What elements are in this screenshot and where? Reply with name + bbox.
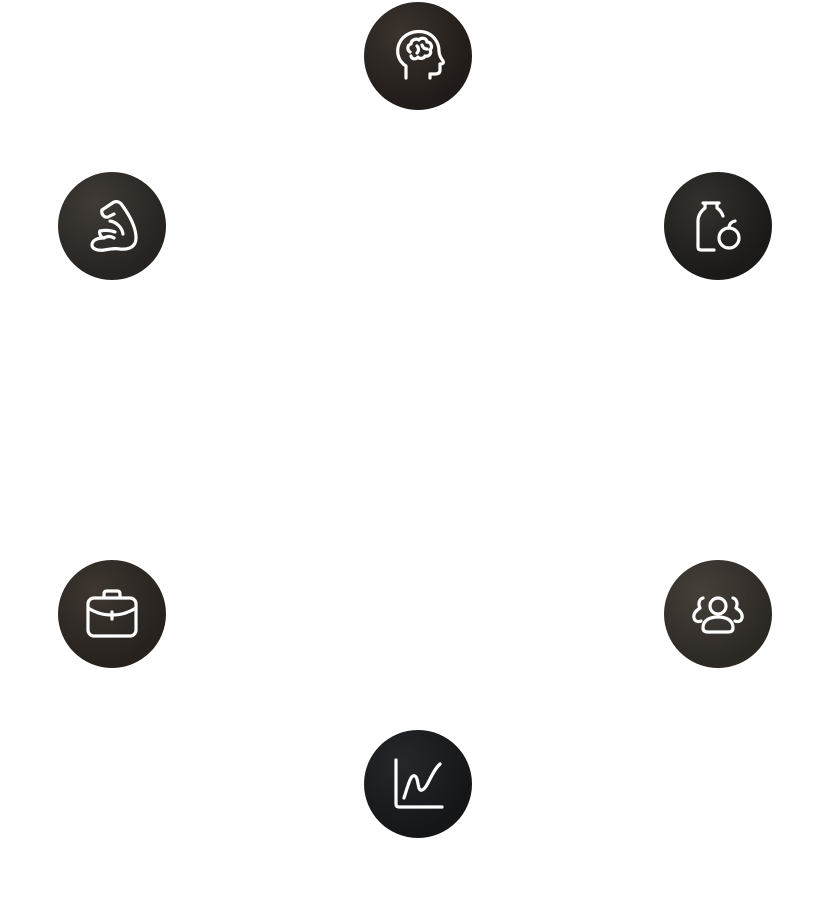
fitness-node-button[interactable]	[58, 172, 166, 280]
social-node-button[interactable]	[664, 560, 772, 668]
briefcase-icon	[86, 589, 138, 638]
finance-node-button[interactable]	[364, 730, 472, 838]
brain-head-icon	[396, 29, 445, 80]
group-people-icon	[692, 596, 744, 634]
mind-node-button[interactable]	[364, 2, 472, 110]
bottle-apple-icon	[696, 201, 741, 252]
career-node-button[interactable]	[58, 560, 166, 668]
nutrition-node-button[interactable]	[664, 172, 772, 280]
flexed-arm-icon	[90, 200, 138, 252]
chart-growth-icon	[394, 758, 444, 809]
